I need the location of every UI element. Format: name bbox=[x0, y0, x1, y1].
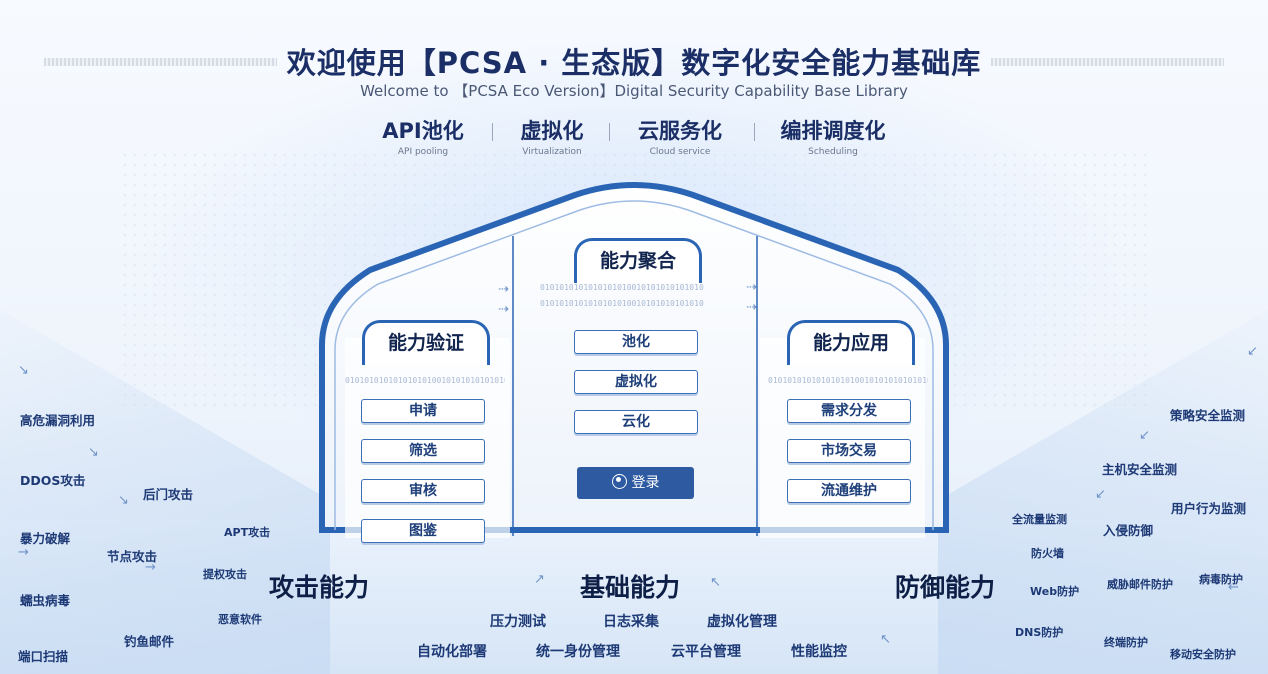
flow-arrow-icon: ↙ bbox=[1139, 428, 1150, 443]
flow-arrow-icon: ↘ bbox=[88, 445, 99, 460]
login-label: 登录 bbox=[631, 475, 660, 491]
verify-review-button[interactable]: 审核 bbox=[361, 479, 485, 503]
page-subtitle: Welcome to 【PCSA Eco Version】Digital Sec… bbox=[360, 82, 908, 100]
attack-item: 端口扫描 bbox=[18, 649, 69, 664]
attack-item: APT攻击 bbox=[224, 526, 271, 539]
panel-title-verify: 能力验证 bbox=[362, 320, 490, 365]
apply-distribution-button[interactable]: 需求分发 bbox=[787, 399, 911, 423]
attack-item: 暴力破解 bbox=[20, 531, 71, 546]
flow-arrow-icon: ← bbox=[1228, 580, 1239, 595]
verify-filter-button[interactable]: 筛选 bbox=[361, 439, 485, 463]
flow-arrow-icon: ⇢ bbox=[498, 302, 509, 317]
attack-item: 恶意软件 bbox=[218, 613, 262, 626]
defense-item: 入侵防御 bbox=[1103, 523, 1154, 538]
apply-market-button[interactable]: 市场交易 bbox=[787, 439, 911, 463]
apply-maintenance-button[interactable]: 流通维护 bbox=[787, 479, 911, 503]
defense-item: 策略安全监测 bbox=[1170, 408, 1246, 423]
attack-item: 高危漏洞利用 bbox=[20, 413, 96, 428]
defense-item: 用户行为监测 bbox=[1171, 501, 1247, 516]
flow-arrow-icon: ↘ bbox=[18, 363, 29, 378]
feature-sublabel: Scheduling bbox=[808, 147, 858, 157]
flow-arrow-icon: → bbox=[145, 560, 156, 575]
feature-scheduling: 编排调度化 Scheduling bbox=[743, 115, 923, 157]
feature-divider bbox=[492, 123, 493, 141]
flow-arrow-icon: ↗ bbox=[534, 572, 545, 587]
flow-arrow-icon: ↙ bbox=[1095, 487, 1106, 502]
attack-item: 后门攻击 bbox=[143, 487, 194, 502]
feature-sublabel: Cloud service bbox=[649, 147, 711, 157]
verify-apply-button[interactable]: 申请 bbox=[361, 399, 485, 423]
binary-decor: 0101010101010101010010101010101010 bbox=[540, 299, 704, 308]
binary-decor: 0101010101010101010010101010101010 bbox=[540, 283, 704, 292]
base-item: 性能监控 bbox=[791, 644, 847, 660]
binary-decor: 0101010101010101010010101010101010 bbox=[345, 376, 505, 385]
defense-item: 移动安全防护 bbox=[1170, 648, 1236, 661]
feature-virtualization: 虚拟化 Virtualization bbox=[462, 115, 642, 157]
base-item: 自动化部署 bbox=[417, 644, 487, 660]
verify-catalog-button[interactable]: 图鉴 bbox=[361, 519, 485, 543]
feature-divider bbox=[609, 123, 610, 141]
feature-divider bbox=[754, 123, 755, 141]
attack-item: 蠕虫病毒 bbox=[20, 593, 71, 608]
flow-arrow-icon: ⇢ bbox=[498, 282, 509, 297]
flow-arrow-icon: ↖ bbox=[880, 632, 891, 647]
defense-item: DNS防护 bbox=[1015, 626, 1064, 639]
title-decor-right bbox=[991, 58, 1224, 66]
flow-arrow-icon: ↖ bbox=[710, 575, 721, 590]
aggregate-pooling-button[interactable]: 池化 bbox=[574, 330, 698, 354]
flow-arrow-icon: ⇢ bbox=[746, 280, 757, 295]
base-item: 云平台管理 bbox=[671, 644, 741, 660]
attack-item: DDOS攻击 bbox=[20, 473, 86, 488]
flow-arrow-icon: → bbox=[18, 545, 29, 560]
section-defense-title: 防御能力 bbox=[895, 573, 996, 602]
base-item: 统一身份管理 bbox=[536, 644, 620, 660]
user-icon bbox=[611, 474, 627, 489]
binary-decor: 0101010101010101010010101010101010 bbox=[768, 376, 928, 385]
defense-item: Web防护 bbox=[1030, 585, 1080, 598]
flow-arrow-icon: ⇢ bbox=[746, 300, 757, 315]
attack-item: 提权攻击 bbox=[203, 568, 247, 581]
title-decor-left bbox=[44, 58, 277, 66]
feature-cloud-service: 云服务化 Cloud service bbox=[590, 115, 770, 157]
feature-api-pooling: API池化 API pooling bbox=[333, 115, 513, 157]
base-item: 虚拟化管理 bbox=[707, 614, 777, 630]
defense-item: 主机安全监测 bbox=[1102, 462, 1178, 477]
defense-item: 防火墙 bbox=[1031, 547, 1064, 560]
base-item: 压力测试 bbox=[490, 614, 546, 630]
feature-label: 虚拟化 bbox=[520, 119, 584, 143]
defense-item: 病毒防护 bbox=[1199, 573, 1243, 586]
panel-title-apply: 能力应用 bbox=[787, 320, 915, 365]
feature-sublabel: API pooling bbox=[397, 147, 449, 157]
aggregate-virtualization-button[interactable]: 虚拟化 bbox=[574, 370, 698, 394]
defense-item: 终端防护 bbox=[1104, 636, 1148, 649]
feature-sublabel: Virtualization bbox=[522, 147, 582, 157]
flow-arrow-icon: ↙ bbox=[1247, 344, 1258, 359]
base-item: 日志采集 bbox=[603, 614, 659, 630]
defense-item: 全流量监测 bbox=[1012, 513, 1067, 526]
flow-arrow-icon: ↘ bbox=[118, 493, 129, 508]
section-base-title: 基础能力 bbox=[580, 573, 681, 602]
aggregate-cloud-button[interactable]: 云化 bbox=[574, 410, 698, 434]
page-title: 欢迎使用【PCSA · 生态版】数字化安全能力基础库 bbox=[286, 46, 982, 80]
feature-label: 编排调度化 bbox=[780, 119, 886, 143]
defense-item: 威胁邮件防护 bbox=[1107, 578, 1173, 591]
attack-item: 钓鱼邮件 bbox=[124, 634, 175, 649]
login-button[interactable]: 登录 bbox=[577, 467, 694, 499]
attack-item: 节点攻击 bbox=[107, 549, 158, 564]
feature-label: 云服务化 bbox=[638, 119, 722, 143]
panel-title-aggregate: 能力聚合 bbox=[574, 238, 702, 283]
feature-label: API池化 bbox=[382, 119, 464, 143]
section-attack-title: 攻击能力 bbox=[269, 573, 370, 602]
